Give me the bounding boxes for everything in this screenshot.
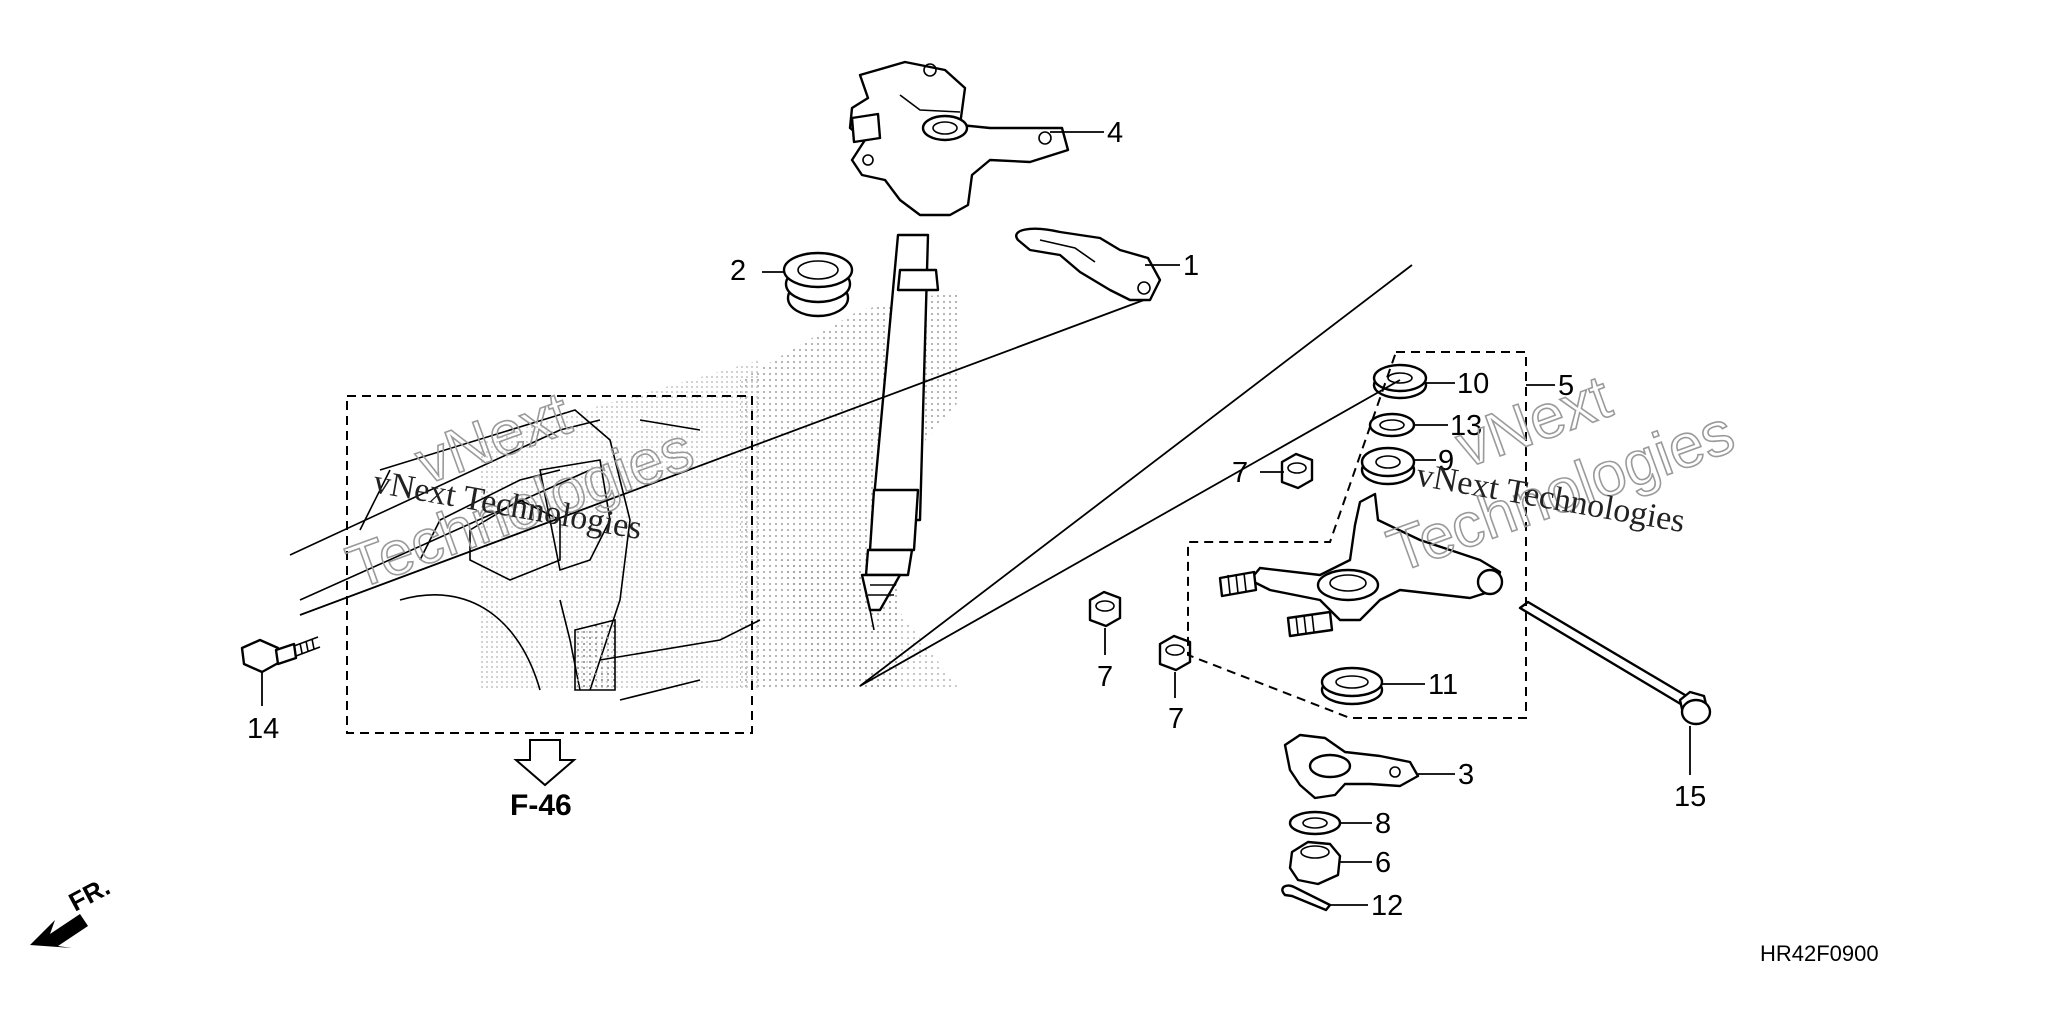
castle-nut-6[interactable] <box>1288 840 1342 886</box>
callout-5[interactable]: 5 <box>1558 370 1574 402</box>
callout-1[interactable]: 1 <box>1183 250 1199 282</box>
callout-7-right[interactable]: 7 <box>1168 703 1184 735</box>
nut-7-top[interactable] <box>1280 452 1314 490</box>
reference-label[interactable]: F-46 <box>510 789 572 822</box>
reference-arrow[interactable] <box>513 739 577 787</box>
callout-9[interactable]: 9 <box>1438 445 1454 477</box>
reference-box <box>346 395 753 734</box>
bearing-seal-10[interactable] <box>1372 363 1428 400</box>
front-direction-label: FR. <box>64 871 115 917</box>
callout-2[interactable]: 2 <box>730 255 746 287</box>
steering-arm[interactable] <box>1218 492 1504 638</box>
callout-leaders <box>261 131 1691 906</box>
explosion-lines <box>299 264 1413 687</box>
callout-7-left[interactable]: 7 <box>1097 661 1113 693</box>
nut-7-right[interactable] <box>1158 634 1192 672</box>
callout-3[interactable]: 3 <box>1458 759 1474 791</box>
diagram-code: HR42F0900 <box>1760 941 1879 966</box>
steering-arm-box <box>1187 351 1527 719</box>
bolt-15[interactable] <box>1518 600 1712 726</box>
washer-8[interactable] <box>1288 810 1342 836</box>
frame-outline <box>289 409 761 701</box>
callout-4[interactable]: 4 <box>1107 117 1123 149</box>
callout-13[interactable]: 13 <box>1450 410 1482 442</box>
front-direction-arrow-icon <box>30 914 88 948</box>
bearing-9[interactable] <box>1360 446 1416 486</box>
callout-8[interactable]: 8 <box>1375 808 1391 840</box>
cotter-pin-12[interactable] <box>1281 884 1332 912</box>
steering-shaft[interactable] <box>860 233 940 631</box>
shaft-seal[interactable] <box>782 251 854 318</box>
callout-15[interactable]: 15 <box>1674 781 1706 813</box>
shaft-clamp[interactable] <box>1015 227 1162 302</box>
callout-12[interactable]: 12 <box>1371 890 1403 922</box>
seal-11[interactable] <box>1320 666 1384 706</box>
callout-11[interactable]: 11 <box>1428 669 1458 701</box>
callout-10[interactable]: 10 <box>1457 368 1489 400</box>
nut-7-left[interactable] <box>1088 590 1122 628</box>
pitman-plate-3[interactable] <box>1283 733 1420 800</box>
callout-7-top[interactable]: 7 <box>1232 457 1248 489</box>
bolt-14[interactable] <box>240 636 321 674</box>
callout-6[interactable]: 6 <box>1375 847 1391 879</box>
steering-shaft-holder[interactable] <box>848 60 1070 217</box>
callout-14[interactable]: 14 <box>247 713 279 745</box>
washer-13[interactable] <box>1368 412 1416 438</box>
